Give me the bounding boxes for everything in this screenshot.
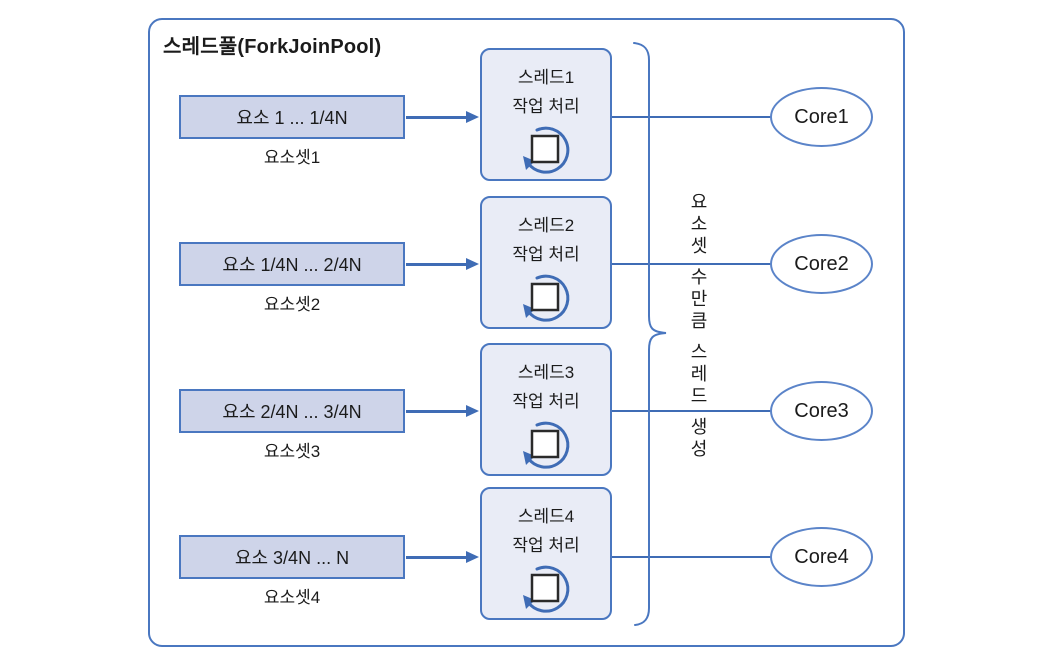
thread-title: 스레드3 bbox=[517, 363, 575, 382]
thread-core-connector bbox=[612, 263, 771, 265]
core-ellipse: Core3 bbox=[770, 381, 873, 441]
arrow-head-icon bbox=[466, 258, 479, 270]
element-set-label: 요소셋3 bbox=[263, 442, 321, 461]
core-label: Core2 bbox=[794, 252, 849, 275]
element-box: 요소 1/4N ... 2/4N bbox=[179, 242, 405, 286]
brace bbox=[633, 42, 667, 626]
thread-title: 스레드4 bbox=[517, 507, 575, 526]
thread-box: 스레드4 작업 처리 bbox=[480, 487, 612, 620]
brace-note: 요소셋 수만큼 스레드 생성 bbox=[688, 192, 708, 462]
element-box: 요소 3/4N ... N bbox=[179, 535, 405, 579]
core-ellipse: Core2 bbox=[770, 234, 873, 294]
flow-arrow bbox=[406, 556, 468, 559]
core-label: Core1 bbox=[794, 105, 849, 128]
element-range-label: 요소 1 ... 1/4N bbox=[236, 108, 348, 128]
thread-core-connector bbox=[612, 556, 771, 558]
arrow-head-icon bbox=[466, 111, 479, 123]
loop-arrow-icon bbox=[523, 421, 570, 469]
element-box: 요소 2/4N ... 3/4N bbox=[179, 389, 405, 433]
element-box: 요소 1 ... 1/4N bbox=[179, 95, 405, 139]
flow-arrow bbox=[406, 116, 468, 119]
arrow-head-icon bbox=[466, 405, 479, 417]
thread-task-label: 작업 처리 bbox=[512, 97, 580, 116]
core-ellipse: Core4 bbox=[770, 527, 873, 587]
loop-arrow-icon bbox=[523, 126, 570, 174]
thread-core-connector bbox=[612, 410, 771, 412]
element-range-label: 요소 3/4N ... N bbox=[234, 548, 350, 568]
element-set-label: 요소셋4 bbox=[263, 588, 321, 607]
element-set-label: 요소셋2 bbox=[263, 295, 321, 314]
core-ellipse: Core1 bbox=[770, 87, 873, 147]
thread-task-label: 작업 처리 bbox=[512, 392, 580, 411]
element-set-label: 요소셋1 bbox=[263, 148, 321, 167]
flow-arrow bbox=[406, 263, 468, 266]
core-label: Core3 bbox=[794, 399, 849, 422]
thread-task-label: 작업 처리 bbox=[512, 245, 580, 264]
thread-title: 스레드2 bbox=[517, 216, 575, 235]
pool-title: 스레드풀(ForkJoinPool) bbox=[163, 36, 382, 58]
thread-box: 스레드3 작업 처리 bbox=[480, 343, 612, 476]
thread-box: 스레드1 작업 처리 bbox=[480, 48, 612, 181]
flow-arrow bbox=[406, 410, 468, 413]
thread-core-connector bbox=[612, 116, 771, 118]
element-range-label: 요소 1/4N ... 2/4N bbox=[222, 255, 362, 275]
thread-task-label: 작업 처리 bbox=[512, 536, 580, 555]
loop-arrow-icon bbox=[523, 565, 570, 613]
core-label: Core4 bbox=[794, 545, 849, 568]
thread-box: 스레드2 작업 처리 bbox=[480, 196, 612, 329]
element-range-label: 요소 2/4N ... 3/4N bbox=[222, 402, 362, 422]
thread-title: 스레드1 bbox=[517, 68, 575, 87]
arrow-head-icon bbox=[466, 551, 479, 563]
loop-arrow-icon bbox=[523, 274, 570, 322]
